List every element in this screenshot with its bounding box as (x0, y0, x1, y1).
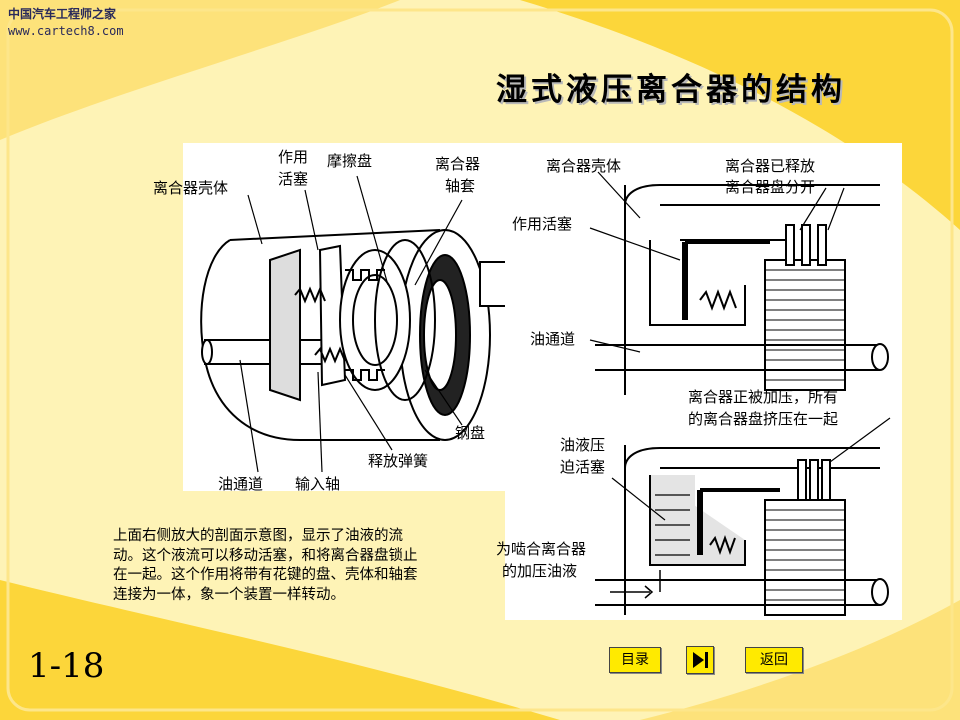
label-hub-line2: 轴套 (445, 177, 476, 195)
page-number: 1-18 (28, 646, 105, 686)
label-right-housing: 离合器壳体 (546, 157, 622, 175)
watermark-url: www.cartech8.com (8, 24, 124, 38)
label-housing: 离合器壳体 (153, 179, 229, 197)
label-right-piston: 作用活塞 (512, 215, 573, 233)
label-right-oil-passage: 油通道 (530, 330, 576, 348)
label-apply-oil-line1: 为啮合离合器 (496, 540, 587, 558)
label-pressure-line1: 油液压 (560, 436, 606, 454)
label-piston-line1: 作用 (278, 148, 309, 166)
skip-next-icon (693, 652, 708, 668)
label-oil-passage: 油通道 (218, 475, 264, 493)
next-button[interactable] (686, 646, 714, 674)
slide-title: 湿式液压离合器的结构 (496, 72, 846, 108)
description-text: 上面右侧放大的剖面示意图，显示了油液的流动。这个液流可以移动活塞，和将离合器盘锁… (113, 528, 418, 603)
label-release-spring: 释放弹簧 (368, 452, 429, 470)
watermark-name: 中国汽车工程师之家 (8, 7, 117, 21)
label-released-line1: 离合器已释放 (725, 157, 816, 175)
label-steel-disc: 钢盘 (455, 424, 486, 442)
label-applied-line2: 的离合器盘挤压在一起 (688, 410, 839, 428)
label-friction-disc: 摩擦盘 (327, 152, 373, 170)
site-watermark: 中国汽车工程师之家 www.cartech8.com (8, 6, 124, 40)
label-applied-line1: 离合器正被加压，所有 (688, 388, 839, 406)
label-input-shaft: 输入轴 (295, 475, 341, 493)
back-button[interactable]: 返回 (745, 647, 803, 673)
label-pressure-line2: 迫活塞 (560, 458, 606, 476)
label-piston-line2: 活塞 (278, 170, 309, 188)
toc-button[interactable]: 目录 (609, 647, 661, 673)
label-released-line2: 离合器盘分开 (725, 178, 816, 196)
label-hub-line1: 离合器 (435, 155, 481, 173)
label-apply-oil-line2: 的加压油液 (502, 562, 578, 580)
